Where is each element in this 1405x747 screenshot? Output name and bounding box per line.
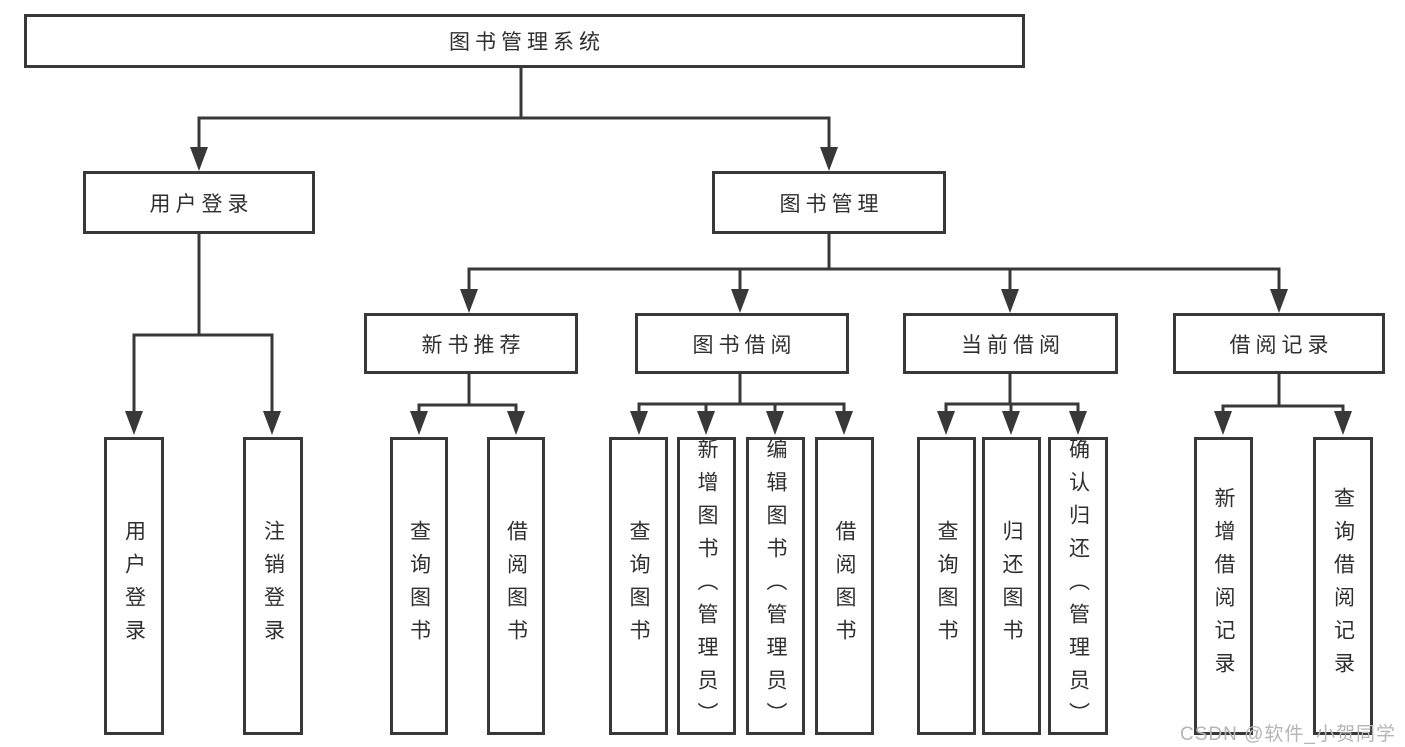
node-book-borrowing-label: 图书借阅 (692, 333, 797, 357)
connector-current-to-leaves (937, 374, 1087, 435)
node-user-login: 用户登录 (83, 171, 315, 234)
node-borrowing-records-label: 借阅记录 (1229, 333, 1334, 357)
leaf-user-login: 用户登录 (104, 437, 164, 735)
leaf-newbooks-query-label: 查询图书 (407, 520, 431, 652)
leaf-records-add-label: 新增借阅记录 (1212, 487, 1235, 685)
leaf-current-query-label: 查询图书 (935, 520, 958, 652)
node-root-label: 图书管理系统 (449, 31, 605, 54)
node-new-book-recommend-label: 新书推荐 (421, 333, 526, 357)
leaf-borrowing-edit-label: 编辑图书（管理员） (764, 437, 787, 735)
csdn-watermark: CSDN @软件_小贺同学 (1180, 724, 1396, 745)
leaf-borrowing-borrow-label: 借阅图书 (833, 520, 856, 652)
connector-userlogin-to-leaves (125, 233, 281, 435)
leaf-records-query: 查询借阅记录 (1313, 437, 1373, 735)
connector-newbooks-to-leaves (410, 374, 525, 435)
leaf-newbooks-borrow-label: 借阅图书 (504, 520, 528, 652)
leaf-current-confirm-return: 确认归还（管理员） (1048, 437, 1108, 735)
leaf-borrowing-borrow: 借阅图书 (815, 437, 874, 735)
node-user-login-label: 用户登录 (149, 192, 254, 216)
leaf-logout-label: 注销登录 (261, 520, 285, 652)
connector-borrowing-to-leaves (630, 374, 853, 435)
node-new-book-recommend: 新书推荐 (364, 313, 578, 374)
leaf-current-confirm-return-label: 确认归还（管理员） (1066, 437, 1090, 735)
leaf-borrowing-add-label: 新增图书（管理员） (695, 437, 718, 735)
leaf-logout: 注销登录 (243, 437, 303, 735)
leaf-current-return-label: 归还图书 (1000, 520, 1023, 652)
leaf-current-return: 归还图书 (982, 437, 1041, 735)
node-book-management: 图书管理 (712, 171, 946, 234)
node-current-borrowing-label: 当前借阅 (961, 333, 1065, 357)
connector-bookmgmt-to-level3 (460, 233, 1288, 313)
leaf-borrowing-query: 查询图书 (609, 437, 668, 735)
leaf-records-query-label: 查询借阅记录 (1331, 487, 1355, 685)
leaf-borrowing-query-label: 查询图书 (627, 520, 650, 652)
node-root: 图书管理系统 (24, 14, 1025, 68)
leaf-user-login-label: 用户登录 (122, 520, 146, 652)
connector-records-to-leaves (1214, 374, 1352, 435)
leaf-current-query: 查询图书 (917, 437, 976, 735)
connector-root-to-level2 (190, 68, 838, 171)
leaf-borrowing-edit: 编辑图书（管理员） (746, 437, 805, 735)
leaf-newbooks-query: 查询图书 (390, 437, 448, 735)
node-borrowing-records: 借阅记录 (1173, 313, 1385, 374)
leaf-borrowing-add: 新增图书（管理员） (677, 437, 736, 735)
leaf-newbooks-borrow: 借阅图书 (487, 437, 545, 735)
node-book-management-label: 图书管理 (779, 192, 884, 216)
leaf-records-add: 新增借阅记录 (1194, 437, 1253, 735)
node-current-borrowing: 当前借阅 (903, 313, 1118, 374)
node-book-borrowing: 图书借阅 (635, 313, 849, 374)
